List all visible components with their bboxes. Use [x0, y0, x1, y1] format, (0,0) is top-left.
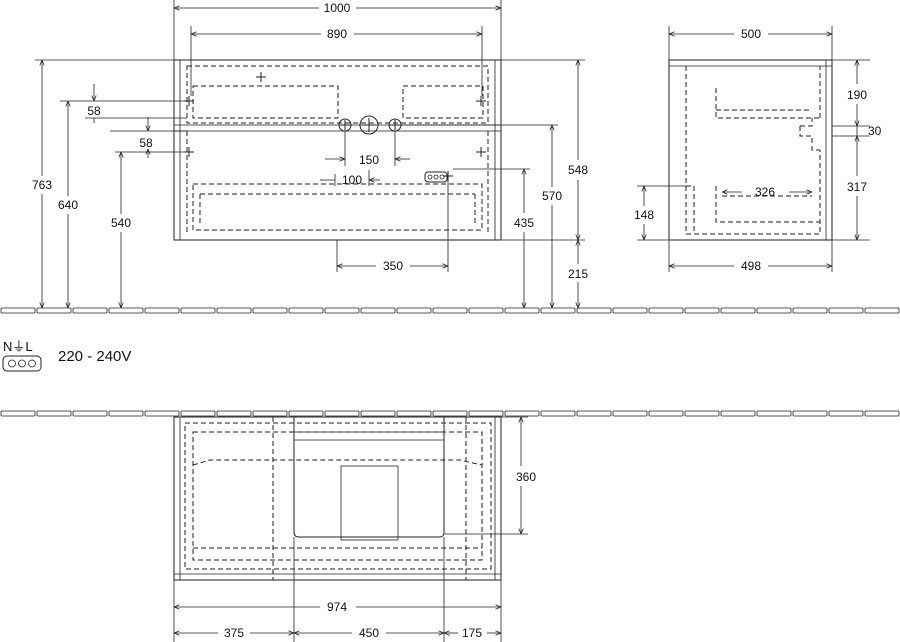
strip-segment	[288, 307, 324, 314]
strip-segment	[720, 410, 756, 417]
strip-segment	[468, 307, 504, 314]
front-cabinet-body	[173, 59, 502, 241]
strip-segment	[108, 307, 144, 314]
front-view: 1000 890 763 640 58 58 540	[32, 0, 588, 308]
strip-segment	[540, 410, 576, 417]
strip-segment	[504, 410, 540, 417]
strip-segment	[468, 410, 504, 417]
dim-215: 215	[568, 267, 588, 281]
strip-segment	[72, 307, 108, 314]
dim-350: 350	[383, 259, 403, 273]
strip-segment	[648, 410, 684, 417]
dim-30: 30	[868, 124, 882, 138]
strip-segment	[0, 307, 36, 314]
strip-segment	[504, 307, 540, 314]
drain-channel	[340, 465, 399, 541]
electrical-symbol-label: N⏚L	[3, 339, 33, 354]
dim-763: 763	[32, 178, 52, 192]
strip-segment	[36, 307, 72, 314]
socket-icon	[424, 171, 448, 183]
side-cabinet-body	[668, 59, 833, 241]
strip-segment	[720, 307, 756, 314]
dim-1000: 1000	[324, 1, 351, 15]
electrical-legend: N⏚L 220 - 240V	[2, 339, 131, 372]
strip-segment	[756, 410, 792, 417]
strip-segment	[144, 307, 180, 314]
strip-segment	[792, 410, 828, 417]
strip-segment	[684, 410, 720, 417]
dim-360: 360	[516, 470, 536, 484]
dim-435: 435	[514, 216, 534, 230]
strip-segment	[828, 307, 864, 314]
strip-segment	[576, 410, 612, 417]
upper-hidden-frame	[186, 65, 489, 124]
dim-58-lower: 58	[139, 136, 153, 150]
dim-548: 548	[568, 163, 588, 177]
strip-segment	[72, 410, 108, 417]
dim-500: 500	[741, 27, 761, 41]
socket-symbol-icon	[2, 355, 42, 372]
strip-segment	[360, 307, 396, 314]
dim-640: 640	[58, 198, 78, 212]
dim-326: 326	[755, 185, 775, 199]
dim-974: 974	[327, 600, 347, 614]
upper-right-recess	[402, 85, 484, 119]
strip-segment	[396, 307, 432, 314]
strip-segment	[648, 307, 684, 314]
strip-segment	[756, 307, 792, 314]
upper-left-recess	[192, 85, 339, 119]
dim-150: 150	[359, 153, 379, 167]
strip-segment	[828, 410, 864, 417]
strip-segment	[864, 410, 900, 417]
side-view: 500 498 190 30 317 148 326	[634, 26, 882, 273]
dim-148: 148	[634, 208, 654, 222]
strip-segment	[108, 410, 144, 417]
voltage-label: 220 - 240V	[58, 348, 131, 365]
mount-point-markers	[184, 72, 486, 181]
lower-hidden-drawer	[192, 183, 483, 231]
strip-segment	[432, 410, 468, 417]
strip-segment	[792, 307, 828, 314]
strip-segment	[432, 307, 468, 314]
tap-outlets	[338, 115, 402, 135]
strip-segment	[252, 307, 288, 314]
dim-375: 375	[224, 626, 244, 640]
strip-segment	[252, 410, 288, 417]
dim-100: 100	[342, 173, 362, 187]
strip-segment	[324, 410, 360, 417]
wall-strip-bottom	[0, 410, 900, 417]
top-view: 360 974 375 450 175	[173, 416, 536, 642]
dim-58-upper: 58	[87, 104, 101, 118]
strip-segment	[180, 410, 216, 417]
strip-segment	[0, 410, 36, 417]
dim-570: 570	[542, 189, 562, 203]
floor-strip-top	[0, 307, 900, 314]
strip-segment	[396, 410, 432, 417]
dim-190: 190	[847, 88, 867, 102]
strip-segment	[576, 307, 612, 314]
strip-segment	[612, 410, 648, 417]
dim-890: 890	[327, 27, 347, 41]
dim-317: 317	[847, 180, 867, 194]
dim-540: 540	[111, 216, 131, 230]
strip-segment	[144, 410, 180, 417]
basin-outline	[293, 417, 445, 538]
dim-175: 175	[462, 626, 482, 640]
strip-segment	[684, 307, 720, 314]
strip-segment	[360, 410, 396, 417]
strip-segment	[540, 307, 576, 314]
strip-segment	[216, 410, 252, 417]
strip-segment	[180, 307, 216, 314]
strip-segment	[864, 307, 900, 314]
strip-segment	[612, 307, 648, 314]
dim-498: 498	[741, 259, 761, 273]
strip-segment	[36, 410, 72, 417]
strip-segment	[324, 307, 360, 314]
strip-segment	[216, 307, 252, 314]
dim-450: 450	[359, 626, 379, 640]
top-cabinet-body	[173, 416, 502, 581]
strip-segment	[288, 410, 324, 417]
